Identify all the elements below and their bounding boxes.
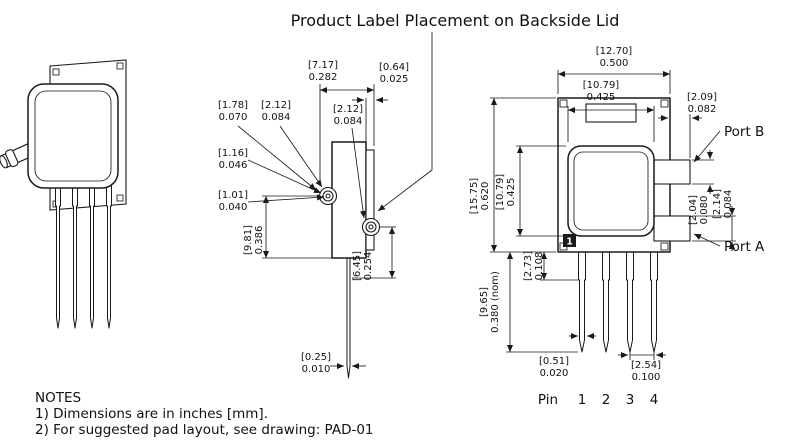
dim-barb-length-in: 0.070 (219, 112, 248, 123)
svg-text:[2.04]: [2.04] (688, 195, 699, 225)
port-b-end-view (318, 186, 338, 206)
notes-line-2: 2) For suggested pad layout, see drawing… (35, 422, 374, 438)
body-side-profile (331, 141, 367, 259)
front-view-pins (578, 251, 658, 353)
dim-port-tip-id-mm: [1.01] (218, 190, 248, 201)
dim-body-height: [10.79] 0.425 (495, 174, 517, 211)
svg-text:0.386: 0.386 (254, 226, 265, 255)
dim-body-width-in: 0.282 (309, 72, 338, 83)
notes-heading: NOTES (35, 390, 81, 406)
pin-number-1: 1 (578, 392, 587, 408)
port-b-label: Port B (724, 124, 764, 140)
svg-text:[2.73]: [2.73] (523, 251, 534, 281)
sensor-lid-edge-front (573, 151, 649, 231)
page-title: Product Label Placement on Backside Lid (291, 11, 620, 30)
dim-lid-thickness-mm: [0.64] (379, 62, 409, 73)
side-view: [7.17] 0.282 [0.64] 0.025 [1.78] 0.070 [… (218, 60, 409, 379)
svg-text:[10.79]: [10.79] (495, 174, 506, 211)
svg-text:[9.65]: [9.65] (479, 287, 490, 317)
svg-text:0.108: 0.108 (534, 252, 545, 281)
svg-text:[9.81]: [9.81] (243, 225, 254, 255)
pin-side-profile (346, 257, 351, 379)
dim-body-width-in: 0.425 (587, 92, 616, 103)
back-plate-corner-marks (52, 62, 124, 208)
dim-port-a-od-in: 0.084 (334, 116, 363, 127)
dim-pin-width-in: 0.020 (540, 368, 569, 379)
pin-row-word: Pin (538, 392, 558, 408)
dim-overall-height: [15.75] 0.620 (469, 178, 491, 215)
pin-one-marker: 1 (566, 237, 573, 248)
backside-lid-profile (365, 149, 375, 251)
pin-number-2: 2 (602, 392, 611, 408)
svg-text:0.425: 0.425 (506, 178, 517, 207)
pin-number-4: 4 (650, 392, 659, 408)
svg-text:[15.75]: [15.75] (469, 178, 480, 215)
dim-port-length-in: 0.082 (688, 104, 717, 115)
dim-pin-thickness-mm: [0.25] (301, 352, 331, 363)
dim-pin-length: [9.65] 0.380 (nom) (479, 271, 501, 333)
title-leader-line (377, 32, 433, 212)
front-plate-corner-marks (559, 99, 669, 251)
dim-pin-pitch-in: 0.100 (632, 372, 661, 383)
notes-block: NOTES 1) Dimensions are in inches [mm]. … (35, 390, 374, 438)
isometric-view (0, 59, 127, 329)
pin-number-3: 3 (626, 392, 635, 408)
dim-pin-shoulder: [2.73] 0.108 (523, 251, 545, 281)
sensor-body-isometric (27, 83, 119, 189)
dim-port-length-mm: [2.09] (687, 92, 717, 103)
dim-overall-width-mm: [12.70] (596, 46, 633, 57)
front-view-dimension-lines (490, 70, 736, 360)
svg-text:0.620: 0.620 (480, 182, 491, 211)
svg-text:[6.45]: [6.45] (352, 251, 363, 281)
dim-body-width-mm: [10.79] (583, 80, 620, 91)
dim-lid-thickness-in: 0.025 (380, 74, 409, 85)
dim-port-id-mm: [1.16] (218, 148, 248, 159)
dim-port-height: [9.81] 0.386 (243, 225, 265, 255)
dim-port-a-height: [6.45] 0.254 (352, 251, 374, 281)
dim-port-a-od-mm: [2.12] (333, 104, 363, 115)
dim-pin-pitch-mm: [2.54] (631, 360, 661, 371)
svg-text:0.084: 0.084 (723, 190, 734, 219)
sensor-body-front (567, 145, 655, 237)
sensor-lid-edge-isometric (34, 90, 112, 182)
dim-pin-width-mm: [0.51] (539, 356, 569, 367)
port-b-tab (653, 159, 691, 185)
dim-overall-width-in: 0.500 (600, 58, 629, 69)
label-placement-area (585, 103, 637, 123)
dim-barb-length-mm: [1.78] (218, 100, 248, 111)
dim-port-tip-id-in: 0.040 (219, 202, 248, 213)
port-a-tab (653, 215, 691, 242)
dim-port-a-width: [2.14] 0.084 (712, 189, 734, 219)
dim-port-b-od-mm: [2.12] (261, 100, 291, 111)
sensor-pins-isometric (55, 185, 112, 329)
dim-port-id-in: 0.046 (219, 160, 248, 171)
dim-port-b-od-in: 0.084 (262, 112, 291, 123)
notes-line-1: 1) Dimensions are in inches [mm]. (35, 406, 268, 422)
pin-one-marker-box (563, 234, 576, 247)
port-a-end-view (361, 217, 381, 237)
dim-body-width-mm: [7.17] (308, 60, 338, 71)
svg-text:0.254: 0.254 (363, 252, 374, 281)
port-a-label: Port A (724, 239, 765, 255)
svg-text:0.080: 0.080 (699, 196, 710, 225)
dim-pin-thickness-in: 0.010 (302, 364, 331, 375)
svg-text:0.380 (nom): 0.380 (nom) (490, 271, 501, 333)
dim-port-b-width: [2.04] 0.080 (688, 195, 710, 225)
front-view: 1 (469, 46, 765, 408)
side-view-dimension-lines (237, 84, 396, 370)
svg-text:[2.14]: [2.14] (712, 189, 723, 219)
